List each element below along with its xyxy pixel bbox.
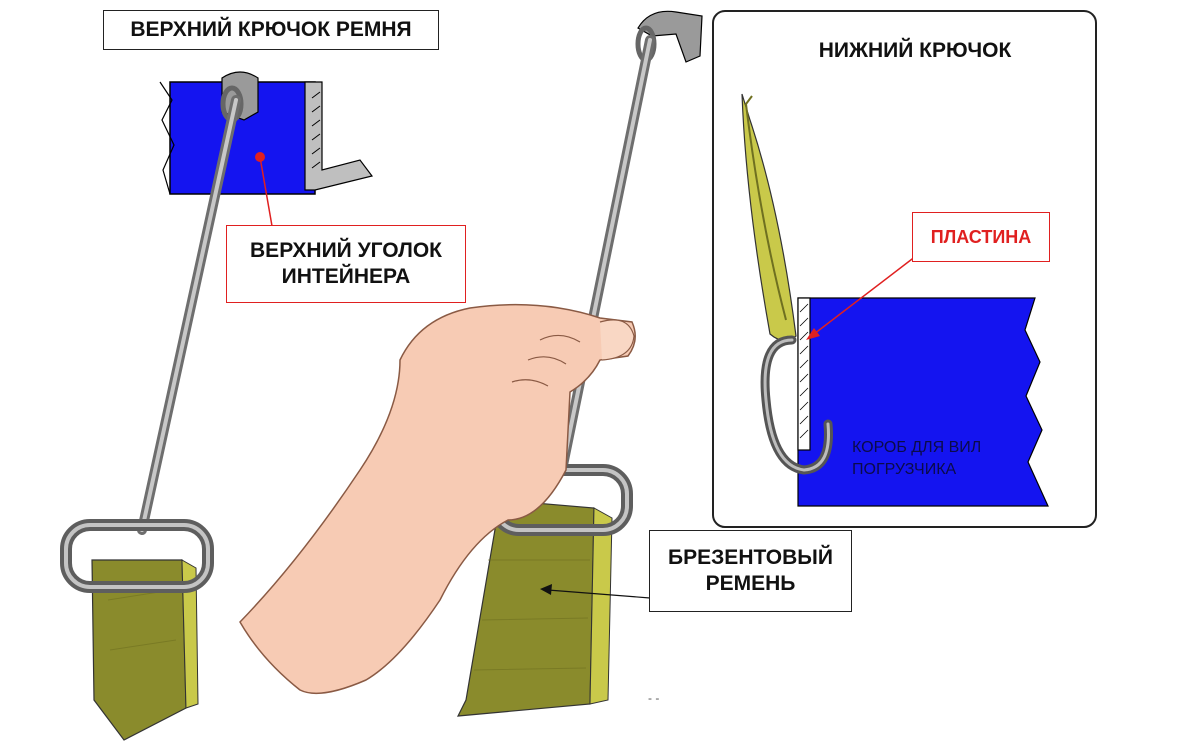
canvas-strap-text-line2: РЕМЕНЬ: [705, 572, 796, 595]
center-strap-assembly: [456, 10, 703, 717]
forklift-pocket-label: КОРОБ ДЛЯ ВИЛ ПОГРУЗЧИКА: [852, 432, 1002, 486]
plate-label: ПЛАСТИНА: [912, 212, 1050, 262]
upper-hook-label: ВЕРХНИЙ КРЮЧОК РЕМНЯ: [103, 10, 439, 50]
upper-container-corner: [159, 71, 374, 195]
upper-hook-text: ВЕРХНИЙ КРЮЧОК РЕМНЯ: [130, 18, 412, 41]
canvas-strap-arrow: [540, 584, 651, 599]
plate-text: ПЛАСТИНА: [930, 227, 1032, 247]
lower-hook-title: НИЖНИЙ КРЮЧОК: [790, 36, 1040, 66]
lower-hook-text: НИЖНИЙ КРЮЧОК: [818, 39, 1012, 62]
canvas-strap-text-line1: БРЕЗЕНТОВЫЙ: [668, 546, 833, 569]
forklift-pocket-text-line2: ПОГРУЗЧИКА: [852, 461, 957, 478]
canvas-strap-label: БРЕЗЕНТОВЫЙ РЕМЕНЬ: [649, 530, 852, 612]
upper-corner-callout-line: [255, 152, 273, 227]
left-strap-assembly: [60, 95, 241, 741]
forklift-pocket-text-line1: КОРОБ ДЛЯ ВИЛ: [852, 439, 982, 456]
upper-corner-text-line1: ВЕРХНИЙ УГОЛОК: [250, 239, 442, 262]
svg-text:- -: - -: [648, 691, 659, 705]
lower-hook-inset: [712, 10, 1097, 528]
hand: [239, 303, 636, 695]
upper-corner-text-line2: ИНТЕЙНЕРА: [281, 265, 411, 288]
upper-corner-label: ВЕРХНИЙ УГОЛОК ИНТЕЙНЕРА: [226, 225, 466, 303]
